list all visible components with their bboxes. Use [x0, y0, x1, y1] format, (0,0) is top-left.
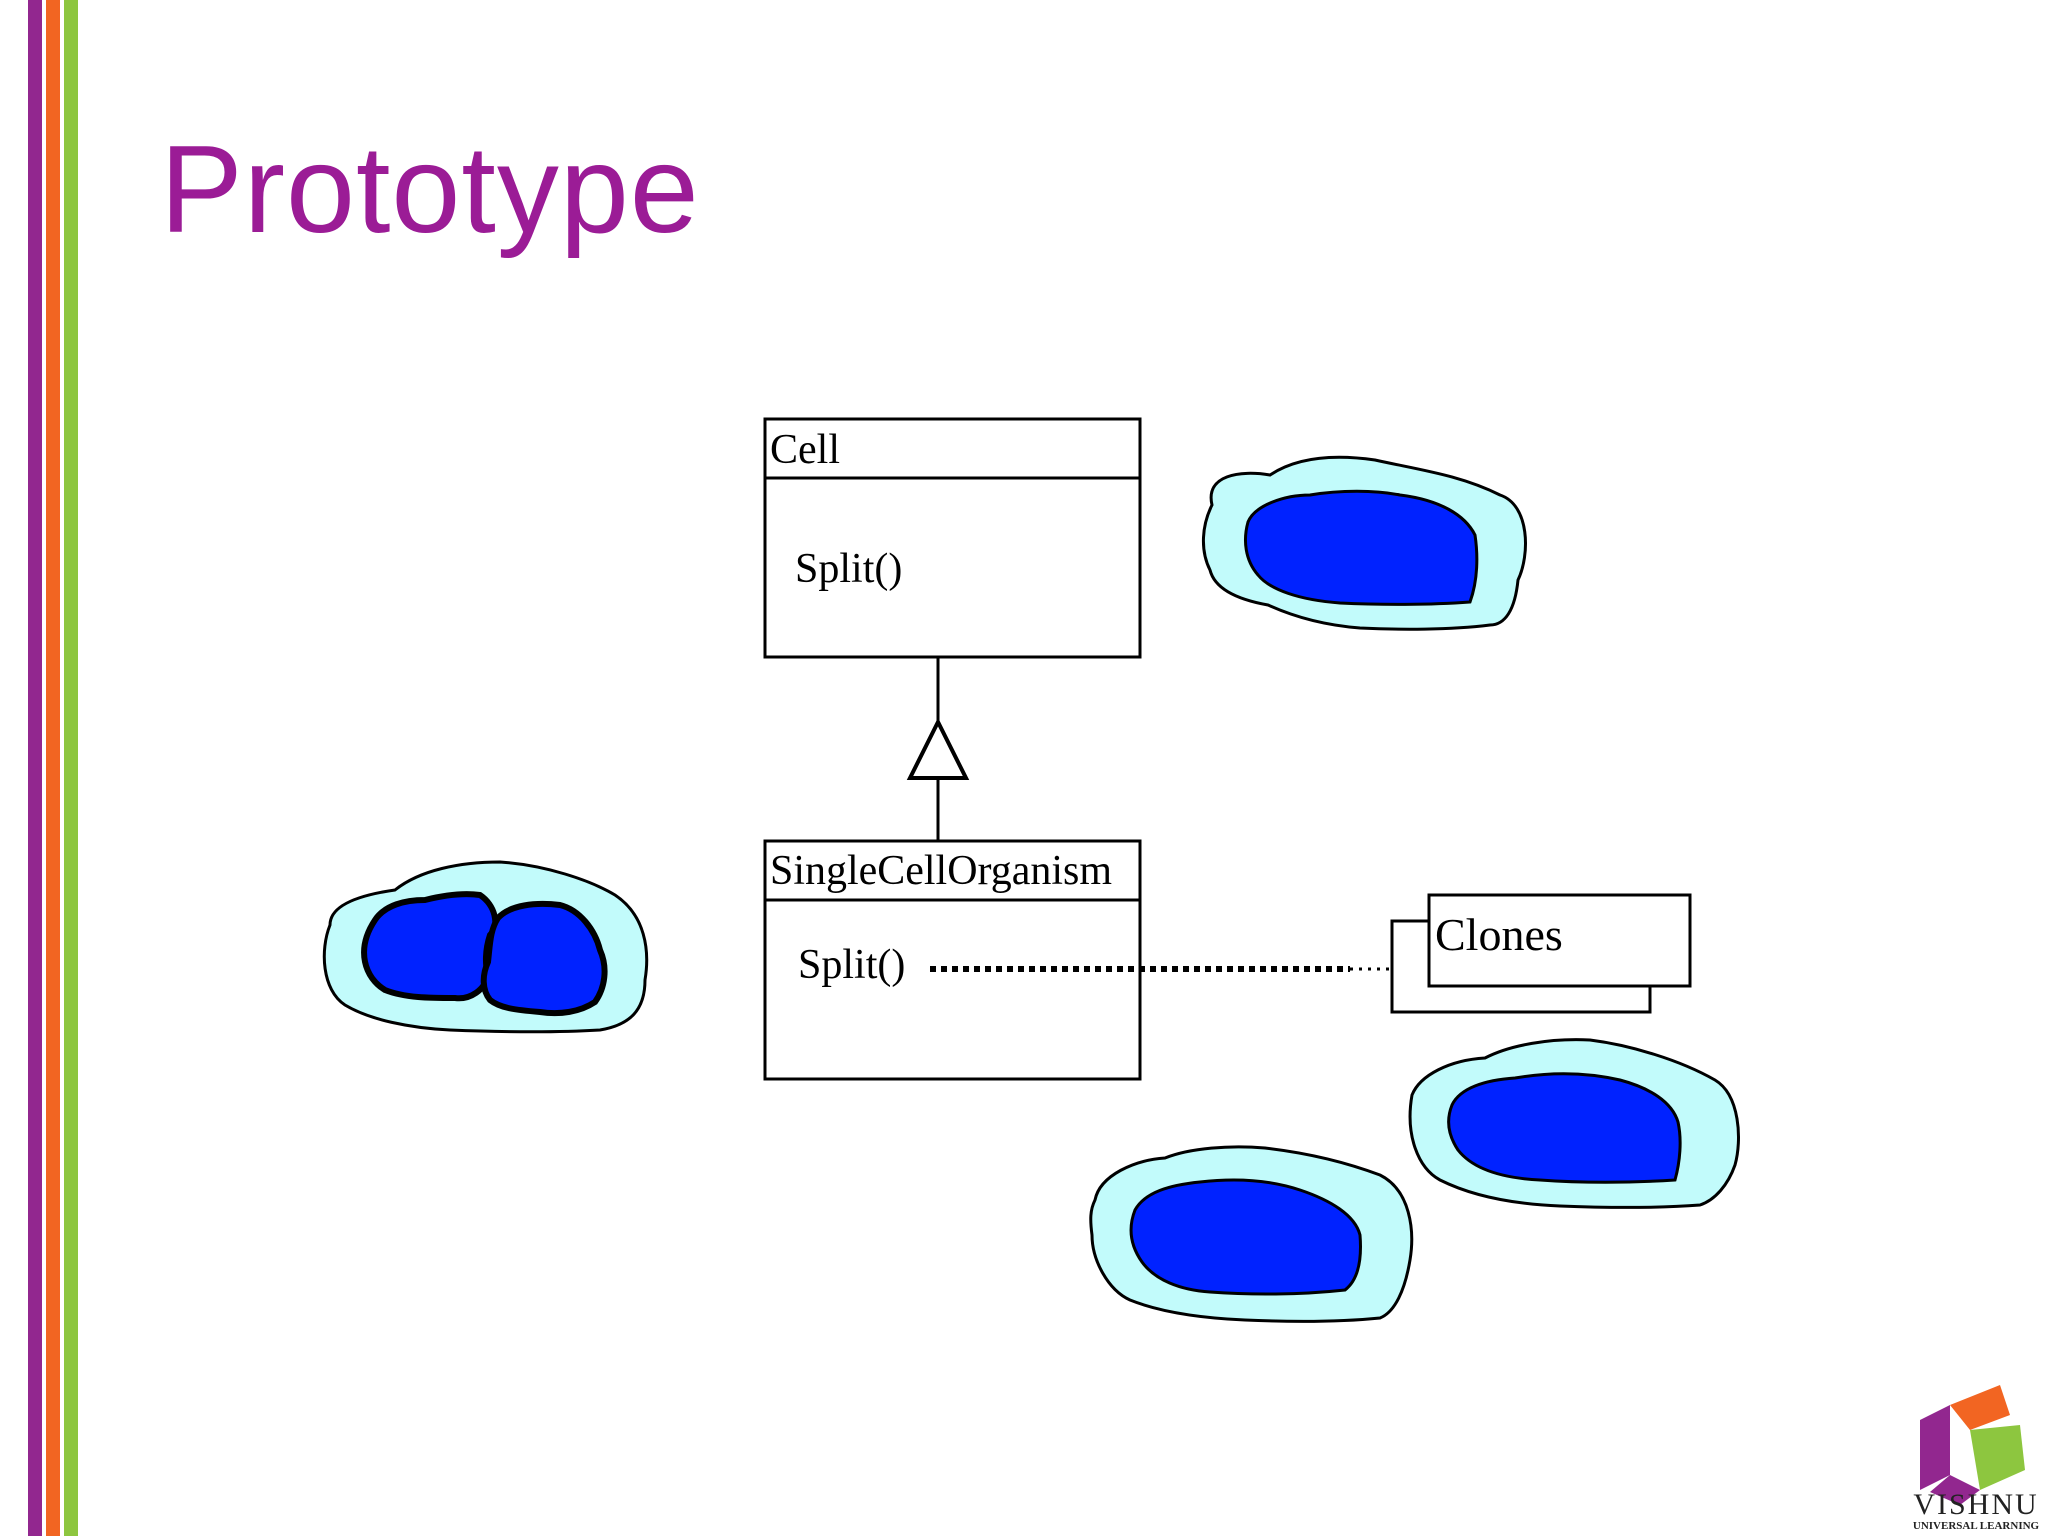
cell-illustration-bottom-right	[1408, 1038, 1740, 1209]
cell-nucleus-right	[480, 900, 608, 1017]
left-stripe-orange	[46, 0, 60, 1536]
class-single-cell-organism-name: SingleCellOrganism	[770, 848, 1112, 894]
class-single-cell-organism: SingleCellOrganism Split()	[763, 839, 1142, 1081]
cell-nucleus	[1447, 1072, 1682, 1184]
cell-illustration-splitting	[322, 860, 649, 1034]
cell-illustration-top	[1201, 455, 1527, 631]
class-single-cell-organism-method: Split()	[798, 942, 905, 988]
class-cell: Cell Split()	[763, 417, 1142, 659]
note-clones-front-box	[1427, 893, 1692, 988]
cell-nucleus-left	[361, 891, 499, 1002]
inheritance-arrow	[906, 657, 970, 840]
cell-illustration-bottom-middle	[1089, 1145, 1414, 1323]
cell-nucleus	[1244, 489, 1479, 606]
logo-tagline: UNIVERSAL LEARNING	[1912, 1520, 2040, 1532]
inheritance-triangle-icon	[906, 717, 970, 780]
class-cell-name: Cell	[770, 427, 840, 473]
cell-nucleus	[1129, 1178, 1362, 1296]
logo-name: VISHNU	[1913, 1488, 2039, 1521]
slide-title: Prototype	[160, 121, 700, 259]
class-cell-method: Split()	[795, 546, 902, 592]
class-cell-box	[763, 417, 1142, 659]
vishnu-logo-icon	[1920, 1385, 2025, 1505]
note-clones-label: Clones	[1435, 909, 1563, 960]
left-stripe-green	[64, 0, 78, 1536]
note-clones: Clones	[1390, 893, 1692, 1014]
class-single-cell-organism-box	[763, 839, 1142, 1081]
left-stripe-purple	[28, 0, 42, 1536]
